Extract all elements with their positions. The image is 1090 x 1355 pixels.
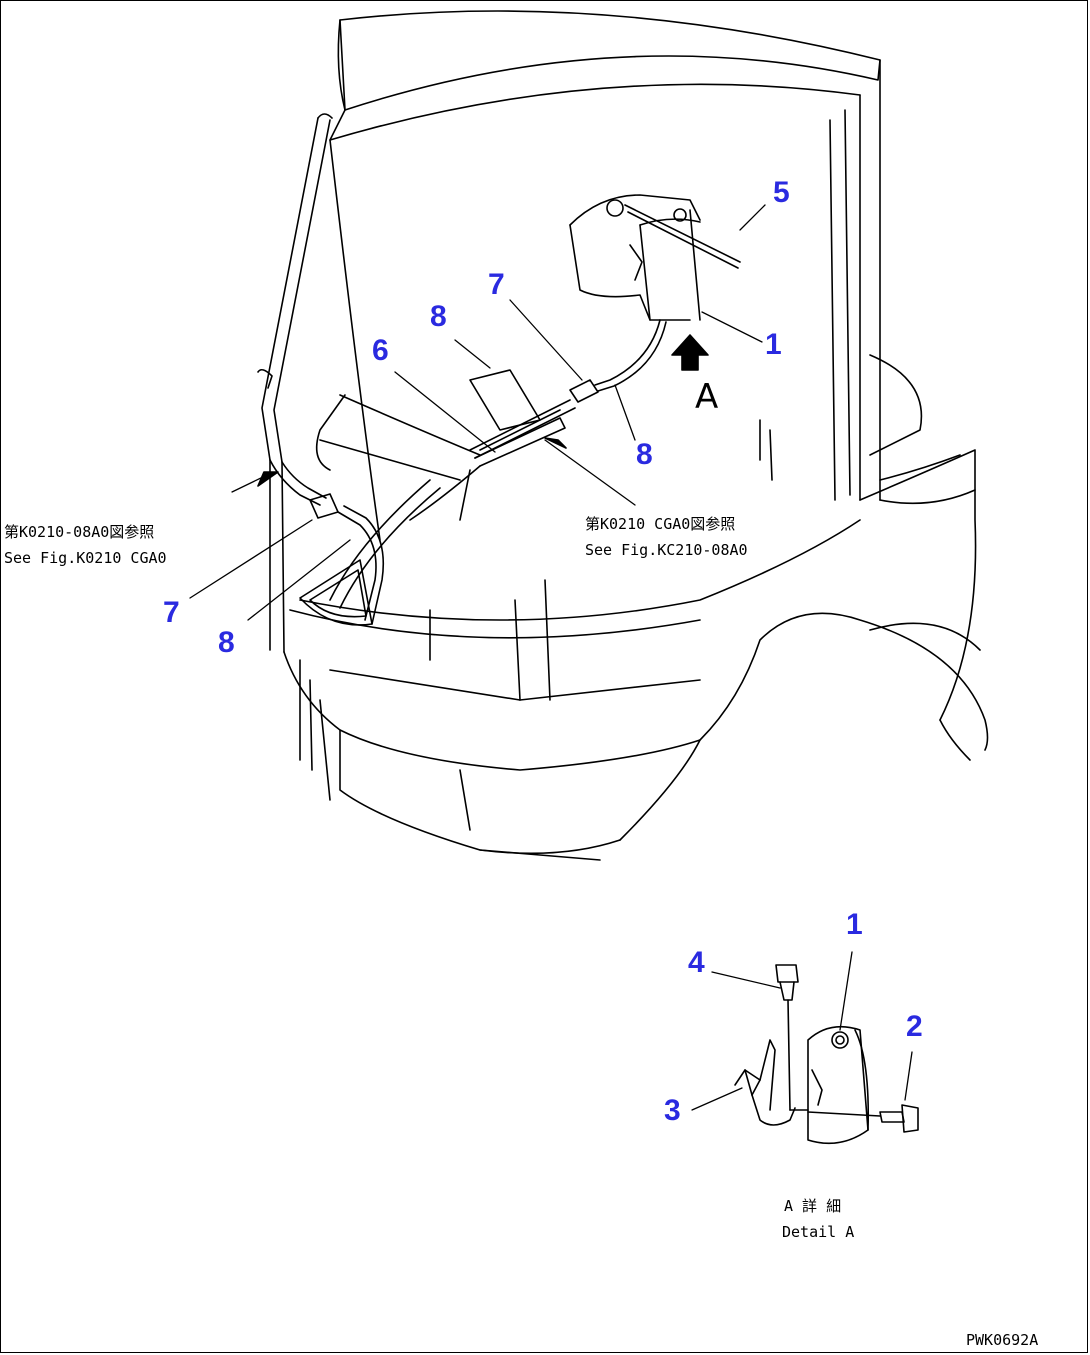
note-left-en: See Fig.K0210 CGA0 <box>4 549 167 567</box>
callout-5: 5 <box>773 176 790 209</box>
drawing-code: PWK0692A <box>966 1331 1039 1349</box>
arrow-heads <box>257 437 567 487</box>
view-letter-a: A <box>695 377 719 417</box>
note-right-jp: 第K0210 CGA0図参照 <box>585 515 736 533</box>
note-right-en: See Fig.KC210-08A0 <box>585 541 748 559</box>
callout-6: 6 <box>372 334 389 367</box>
note-left-jp: 第K0210-08A0図参照 <box>4 523 155 541</box>
callout-4: 4 <box>688 946 705 979</box>
washer-tank-assembly <box>469 194 741 459</box>
callout-8-mid: 8 <box>636 438 653 471</box>
view-arrow <box>671 334 709 371</box>
callout-8-left: 8 <box>218 626 235 659</box>
callout-1-top: 1 <box>765 328 782 361</box>
callout-7-left: 7 <box>163 596 180 629</box>
detail-caption-jp: A 詳 細 <box>784 1197 842 1215</box>
wiper-hoses <box>269 369 566 626</box>
cab-outline <box>257 10 989 861</box>
callout-7-top: 7 <box>488 268 505 301</box>
callout-8-top: 8 <box>430 300 447 333</box>
callout-1-detail: 1 <box>846 908 863 941</box>
detail-caption-en: Detail A <box>782 1223 855 1241</box>
detail-a-parts <box>734 964 919 1145</box>
leader-lines <box>189 204 913 1111</box>
callout-2: 2 <box>906 1010 923 1043</box>
callout-3: 3 <box>664 1094 681 1127</box>
